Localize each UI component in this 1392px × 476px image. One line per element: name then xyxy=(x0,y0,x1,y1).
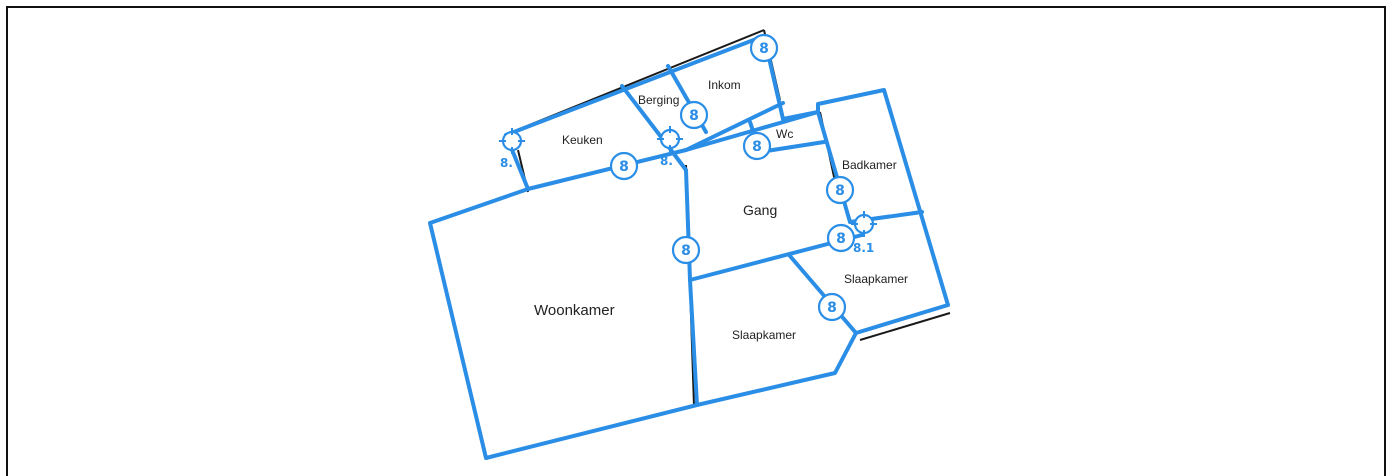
door-badge-slaapkamer-south[interactable]: 8 xyxy=(817,292,847,322)
walls xyxy=(428,34,950,460)
door-badge-woonkamer[interactable]: 8 xyxy=(671,235,701,265)
sensors: 8. 8. 8.1 xyxy=(499,126,877,255)
svg-text:8: 8 xyxy=(619,159,629,175)
sensor-value-berging: 8. xyxy=(660,154,673,168)
sensor-value-keuken: 8. xyxy=(500,156,513,170)
svg-text:8: 8 xyxy=(752,139,762,155)
wall-outer-north xyxy=(428,34,950,460)
door-badge-keuken[interactable]: 8 xyxy=(609,151,639,181)
room-label-slaapkamer-east: Slaapkamer xyxy=(844,272,908,286)
canvas-frame xyxy=(6,6,1386,476)
room-label-berging: Berging xyxy=(638,93,679,107)
door-badge-wc[interactable]: 8 xyxy=(742,131,772,161)
sensor-value-badkamer: 8.1 xyxy=(853,241,874,255)
crosshair-icon[interactable]: 8. xyxy=(657,126,683,168)
svg-text:8: 8 xyxy=(681,243,691,259)
svg-text:8: 8 xyxy=(759,41,769,57)
svg-text:8: 8 xyxy=(827,300,837,316)
wall-berging-west xyxy=(620,84,670,148)
room-label-woonkamer: Woonkamer xyxy=(534,302,615,319)
svg-text:8: 8 xyxy=(835,183,845,199)
room-label-slaapkamer-south: Slaapkamer xyxy=(732,328,796,342)
wall-inkom-south xyxy=(684,101,785,152)
door-badge-slaapkamer-east[interactable]: 8 xyxy=(826,223,856,253)
door-badge-inkom[interactable]: 8 xyxy=(749,33,779,63)
svg-text:8: 8 xyxy=(689,108,699,124)
door-badges: 8 8 8 8 8 8 8 8 xyxy=(609,33,856,322)
crosshair-icon[interactable]: 8. xyxy=(499,128,525,170)
door-badge-berging[interactable]: 8 xyxy=(679,100,709,130)
wall-woon-east xyxy=(666,144,699,407)
floorplan[interactable]: Inkom Berging Keuken Wc Badkamer Gang Sl… xyxy=(0,0,1392,465)
svg-text:8: 8 xyxy=(836,231,846,247)
crosshair-icon[interactable]: 8.1 xyxy=(851,211,877,255)
wall-keuken-south xyxy=(526,148,688,191)
room-label-badkamer: Badkamer xyxy=(842,158,897,172)
wall-wc-south xyxy=(758,140,826,154)
room-label-keuken: Keuken xyxy=(562,133,603,147)
room-label-wc: Wc xyxy=(776,127,793,141)
door-badge-badkamer[interactable]: 8 xyxy=(825,175,855,205)
wall-bad-west xyxy=(816,110,852,224)
room-label-gang: Gang xyxy=(743,202,777,218)
room-label-inkom: Inkom xyxy=(708,78,741,92)
room-labels: Inkom Berging Keuken Wc Badkamer Gang Sl… xyxy=(534,78,908,342)
wall-slaap-divider xyxy=(788,254,858,335)
